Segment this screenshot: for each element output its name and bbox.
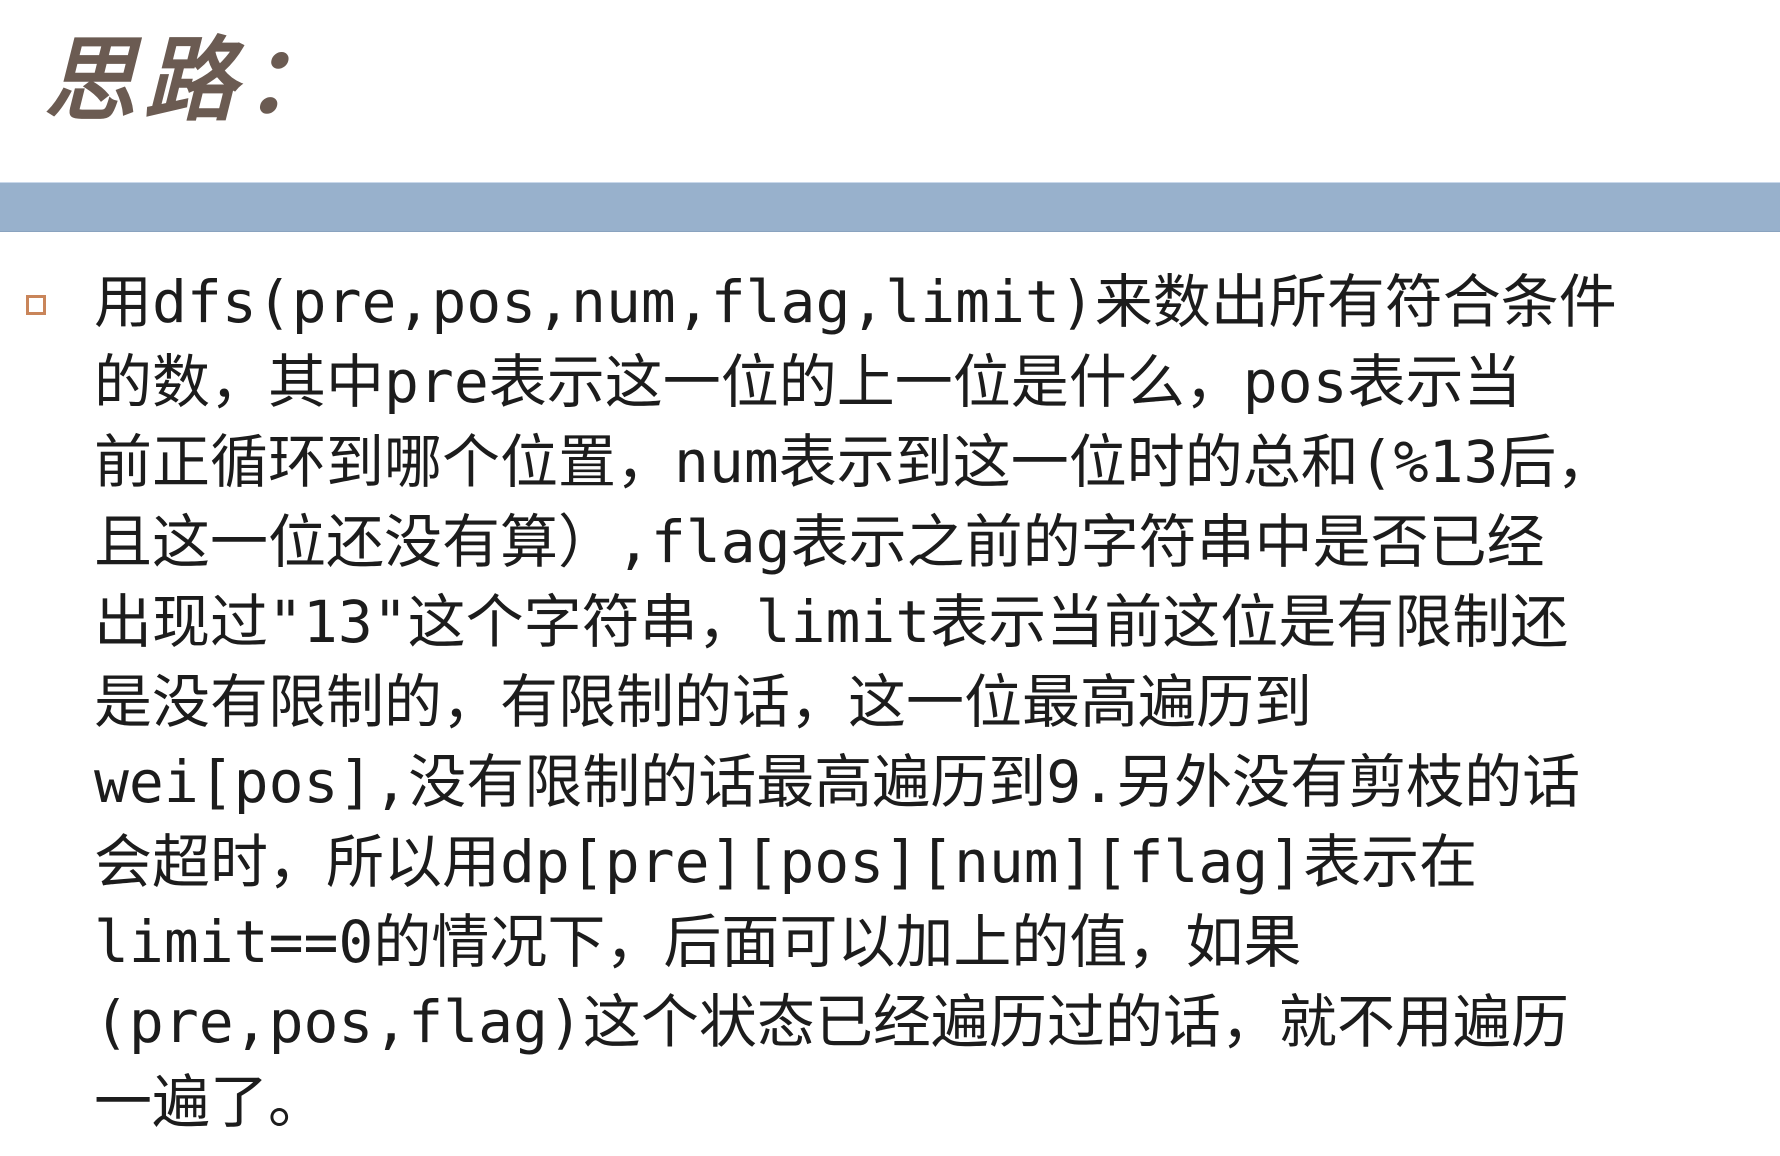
paragraph-line: limit==0的情况下，后面可以加上的值，如果 [94,908,1302,976]
paragraph-line: 且这一位还没有算）,flag表示之前的字符串中是否已经 [94,508,1545,576]
title-divider-bar [0,182,1780,232]
paragraph-line: 会超时，所以用dp[pre][pos][num][flag]表示在 [94,828,1478,896]
paragraph-line: wei[pos],没有限制的话最高遍历到9.另外没有剪枝的话 [94,748,1581,816]
paragraph-line: 是没有限制的，有限制的话，这一位最高遍历到 [94,668,1313,736]
paragraph-line: 出现过"13"这个字符串，limit表示当前这位是有限制还 [94,588,1569,656]
paragraph-line: 的数，其中pre表示这一位的上一位是什么，pos表示当 [94,348,1522,416]
paragraph-line: 用dfs(pre,pos,num,flag,limit)来数出所有符合条件 [94,268,1617,336]
bullet-paragraph: 用dfs(pre,pos,num,flag,limit)来数出所有符合条件 的数… [94,262,1617,1142]
square-bullet-icon [26,295,46,315]
slide-title: 思路： [44,26,345,134]
paragraph-line: 一遍了。 [94,1068,327,1136]
paragraph-line: 前正循环到哪个位置，num表示到这一位时的总和(%13后， [94,428,1615,496]
paragraph-line: (pre,pos,flag)这个状态已经遍历过的话，就不用遍历 [94,988,1569,1056]
